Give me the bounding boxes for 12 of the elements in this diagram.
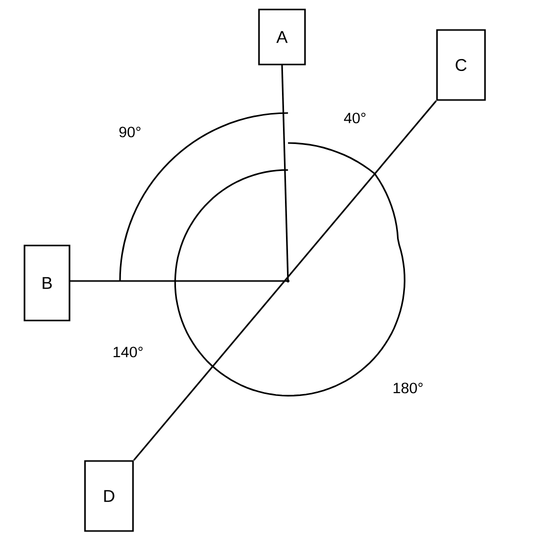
line	[133, 100, 437, 461]
letter-box: D	[84, 460, 134, 532]
letter-box: C	[436, 29, 486, 101]
junction-point	[286, 280, 290, 282]
angle-label: 180°	[394, 382, 423, 394]
angle-label: 40°	[344, 112, 366, 124]
angle-label: 140°	[114, 346, 143, 358]
line	[281, 64, 289, 282]
letter-box: A	[258, 8, 306, 66]
letter-box: B	[24, 244, 70, 322]
line	[69, 280, 288, 282]
angle-label: 90°	[119, 126, 140, 138]
